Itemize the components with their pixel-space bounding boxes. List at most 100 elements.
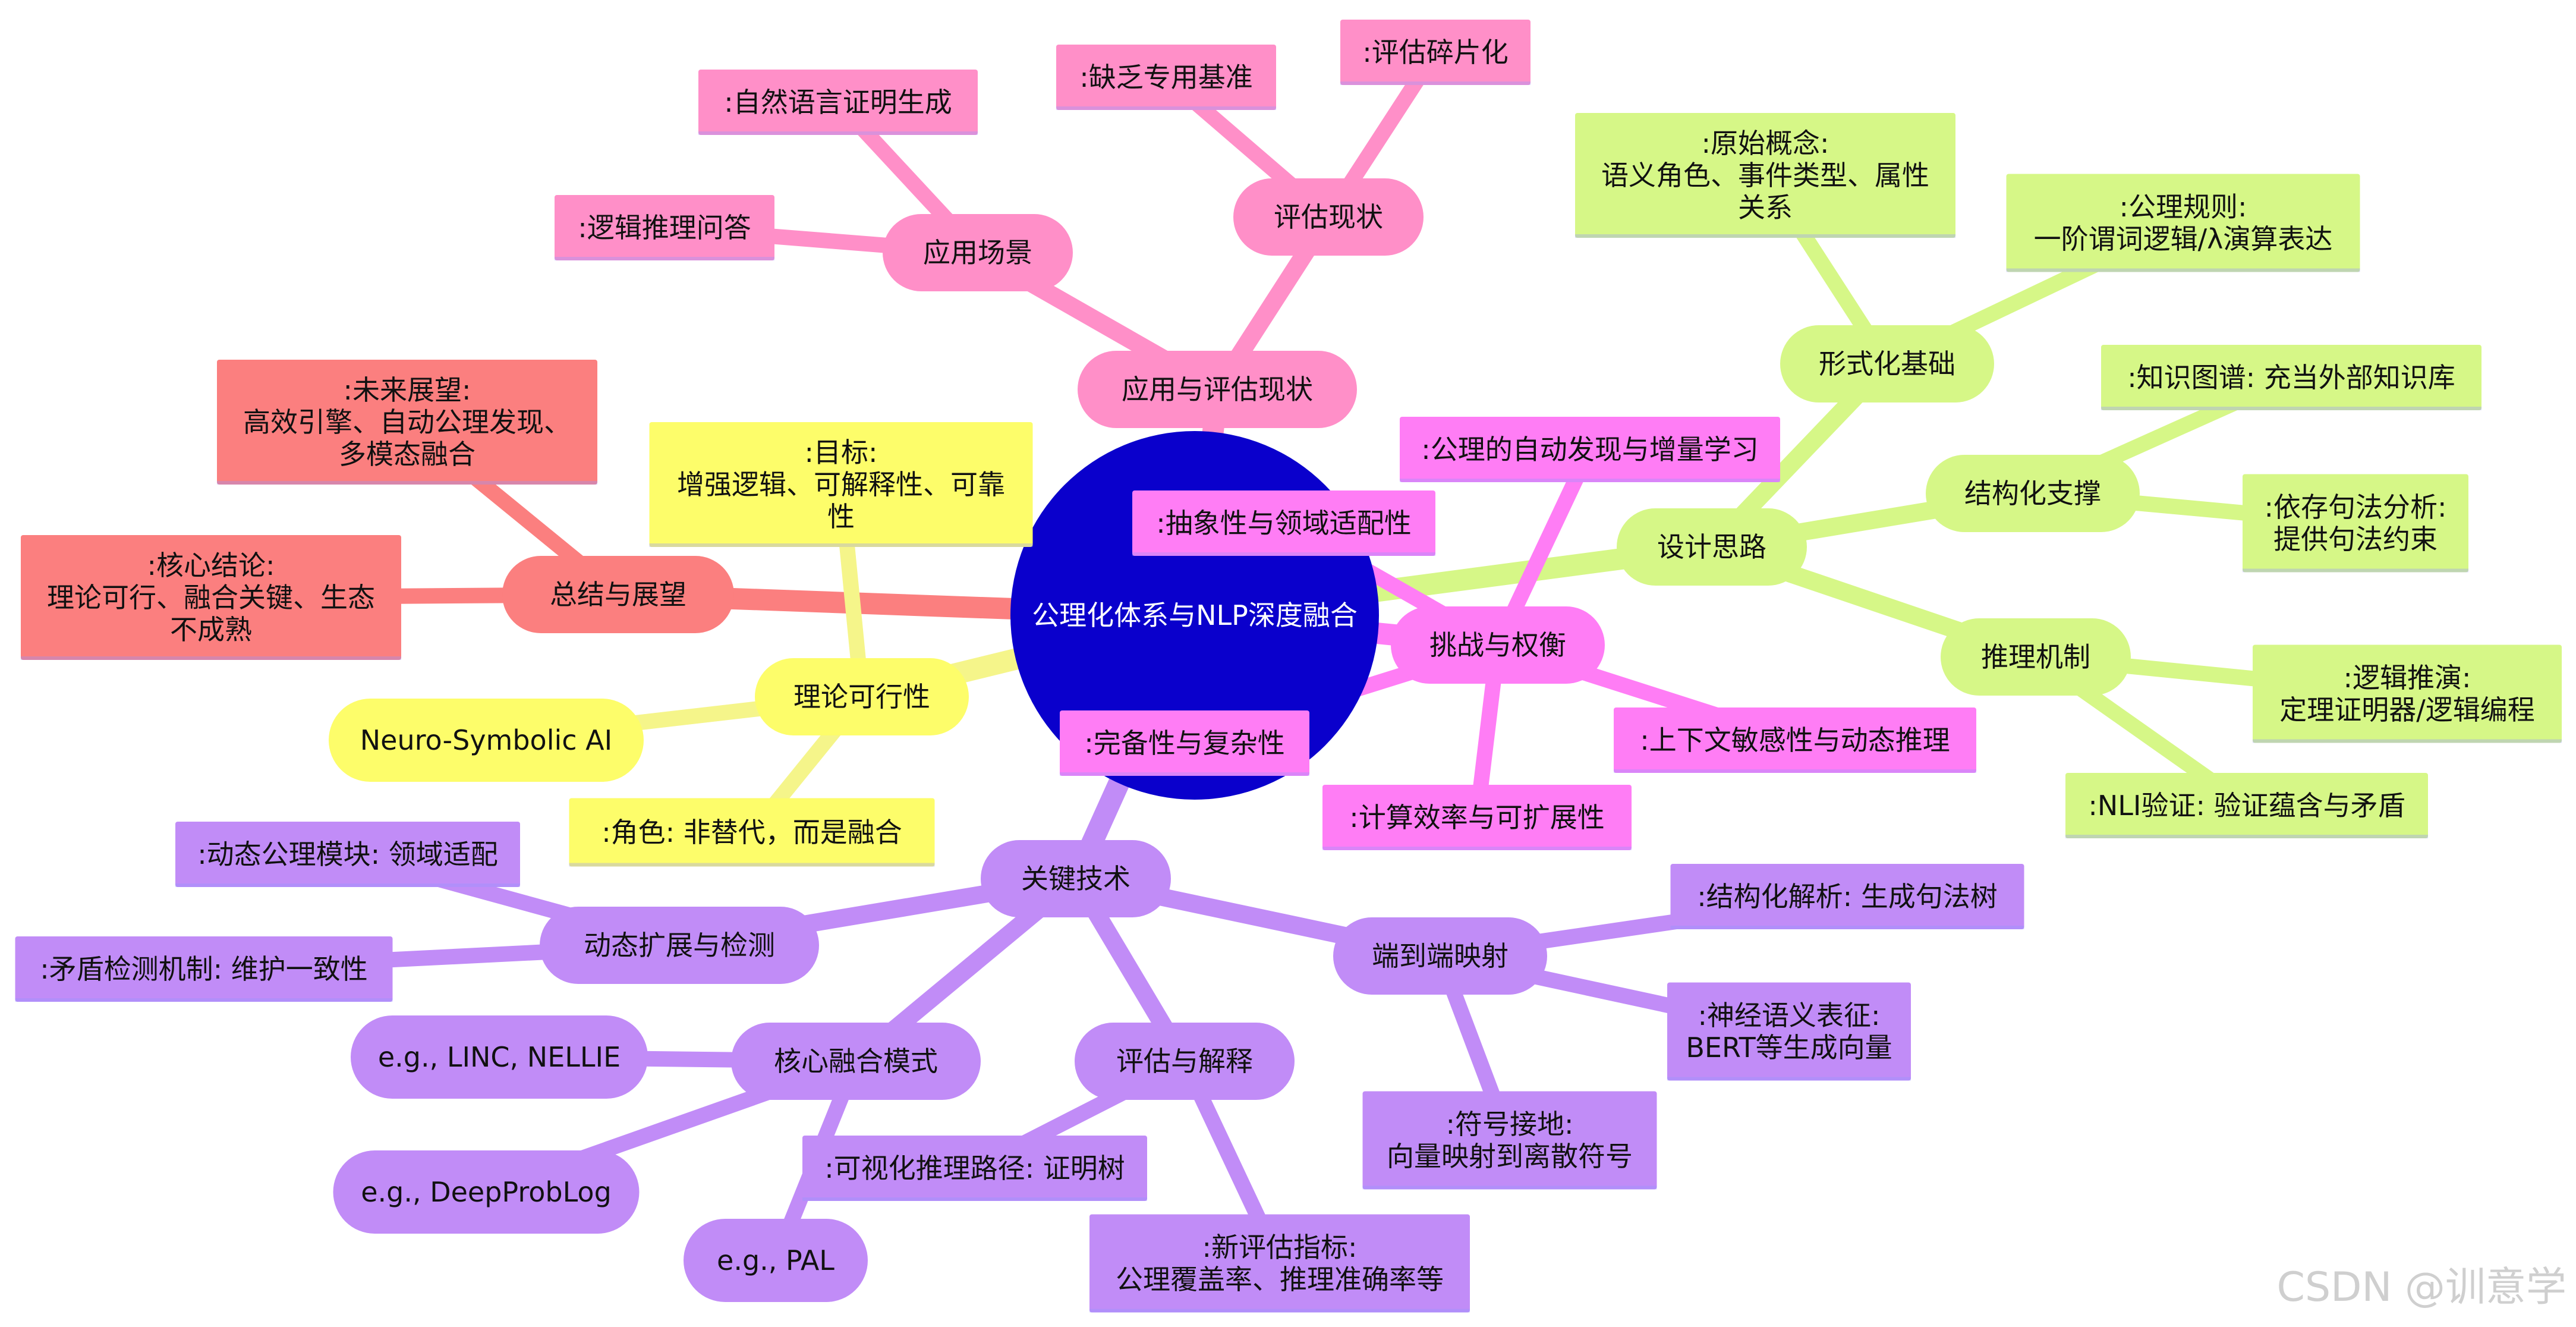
node-design-primitives[interactable]: :原始概念:语义角色、事件类型、属性关系 [1575,113,1955,238]
node-design-structure[interactable]: 结构化支撑 [1926,455,2140,532]
node-shape [2243,474,2468,573]
node-text-line: 结构化支撑 [1964,477,2101,510]
node-text-line: 语义角色、事件类型、属性 [1601,159,1929,191]
node-tech-neural[interactable]: :神经语义表征:BERT等生成向量 [1667,982,1911,1081]
node-app-proofgen[interactable]: :自然语言证明生成 [698,70,978,135]
node-underline [698,131,978,135]
node-app-qa[interactable]: :逻辑推理问答 [555,195,774,260]
node-text-line: :逻辑推理问答 [578,212,751,244]
node-text-line: 理论可行性 [793,681,930,713]
node-underline [569,863,935,867]
node-theory-neurosymbolic[interactable]: Neuro-Symbolic AI [329,699,644,782]
node-shape [649,422,1033,547]
node-underline [1400,479,1780,482]
node-text: :核心结论:理论可行、融合关键、生态不成熟 [47,549,375,646]
node-text: :公理规则:一阶谓词逻辑/λ演算表达 [2034,191,2333,255]
node-challenge-abstraction[interactable]: :抽象性与领域适配性 [1132,490,1435,556]
node-text: 结构化支撑 [1964,477,2101,510]
node-design[interactable]: 设计思路 [1617,508,1807,586]
node-text-line: :抽象性与领域适配性 [1156,507,1412,539]
node-tech-conflict[interactable]: :矛盾检测机制: 维护一致性 [15,936,393,1002]
node-tech-dynamic[interactable]: 动态扩展与检测 [540,907,819,984]
node-theory-goal[interactable]: :目标:增强逻辑、可解释性、可靠性 [649,422,1033,547]
node-text-line: :目标: [805,436,878,468]
node-text-line: e.g., LINC, NELLIE [378,1041,621,1073]
node-design-axioms[interactable]: :公理规则:一阶谓词逻辑/λ演算表达 [2006,174,2360,272]
node-text: :结构化解析: 生成句法树 [1697,881,1998,913]
node-challenges[interactable]: 挑战与权衡 [1391,606,1605,684]
node-text-line: 评估现状 [1274,201,1383,233]
node-shape [1614,707,1976,773]
node-tech-pal[interactable]: e.g., PAL [684,1219,868,1302]
node-tech-eval[interactable]: 评估与解释 [1075,1023,1295,1100]
node-text: :评估碎片化 [1362,36,1509,68]
node-shape [2006,174,2360,272]
node-theory-role[interactable]: :角色: 非替代，而是融合 [569,798,935,867]
node-tech-grounding[interactable]: :符号接地:向量映射到离散符号 [1362,1091,1657,1190]
node-text: :逻辑推演:定理证明器/逻辑编程 [2279,662,2535,726]
node-text-line: Neuro-Symbolic AI [360,724,612,756]
node-underline [15,998,393,1002]
node-challenge-autodiscovery[interactable]: :公理的自动发现与增量学习 [1400,417,1780,482]
node-text-line: 不成熟 [170,614,252,646]
node-design-reasoning[interactable]: 推理机制 [1941,618,2131,696]
node-text-line: :计算效率与可扩展性 [1349,801,1605,834]
node-challenge-context[interactable]: :上下文敏感性与动态推理 [1614,707,1976,773]
node-design-nli[interactable]: :NLI验证: 验证蕴含与矛盾 [2065,773,2428,838]
node-summary-conclusion[interactable]: :核心结论:理论可行、融合关键、生态不成熟 [21,535,401,660]
node-tech-e2e[interactable]: 端到端映射 [1333,917,1547,995]
node-app-scenes[interactable]: 应用场景 [883,214,1073,291]
node-design-kg[interactable]: :知识图谱: 充当外部知识库 [2101,345,2481,410]
node-text-line: 向量映射到离散符号 [1387,1140,1633,1172]
node-app-fragment[interactable]: :评估碎片化 [1340,20,1531,85]
node-text: 关键技术 [1021,863,1130,895]
node-text-line: :新评估指标: [1202,1231,1358,1263]
node-text: :符号接地:向量映射到离散符号 [1387,1108,1633,1172]
node-app-nobench[interactable]: :缺乏专用基准 [1056,45,1276,110]
node-tech-metrics[interactable]: :新评估指标:公理覆盖率、推理准确率等 [1089,1214,1470,1313]
node-text: :计算效率与可扩展性 [1349,801,1605,834]
node-text: Neuro-Symbolic AI [360,724,612,756]
node-text: 形式化基础 [1819,348,1955,380]
node-shape [1941,618,2131,696]
node-app-status[interactable]: 评估现状 [1233,178,1424,256]
node-text-line: 动态扩展与检测 [584,929,775,961]
node-challenge-efficiency[interactable]: :计算效率与可扩展性 [1322,785,1632,850]
node-tech-parse[interactable]: :结构化解析: 生成句法树 [1670,864,2024,929]
node-text-line: 总结与展望 [550,578,686,611]
node-underline [175,883,520,887]
node-shape [1780,325,1994,402]
node-text: :矛盾检测机制: 维护一致性 [40,953,368,985]
node-tech-deepproblog[interactable]: e.g., DeepProbLog [333,1150,640,1234]
node-text: :神经语义表征:BERT等生成向量 [1686,999,1892,1064]
node-text: 公理化体系与NLP深度融合 [1032,599,1358,631]
node-text: 应用场景 [923,237,1032,269]
node-text-line: 性 [827,501,855,533]
node-text: :逻辑推理问答 [578,212,751,244]
node-shape [1667,982,1911,1081]
node-tech-proof-tree[interactable]: :可视化推理路径: 证明树 [802,1136,1147,1201]
node-shape [684,1219,868,1302]
node-text-line: :结构化解析: 生成句法树 [1697,881,1998,913]
node-text-line: :原始概念: [1702,127,1829,159]
node-design-dep[interactable]: :依存句法分析:提供句法约束 [2243,474,2468,573]
node-challenge-completeness[interactable]: :完备性与复杂性 [1060,710,1309,776]
node-application[interactable]: 应用与评估现状 [1078,351,1357,428]
node-text: :自然语言证明生成 [724,86,952,118]
node-text-line: :逻辑推演: [2344,662,2471,694]
node-summary[interactable]: 总结与展望 [502,556,734,633]
node-tech-dynamic-module[interactable]: :动态公理模块: 领域适配 [175,822,520,887]
node-design-logic[interactable]: :逻辑推演:定理证明器/逻辑编程 [2253,644,2562,743]
node-text: :新评估指标:公理覆盖率、推理准确率等 [1116,1231,1444,1295]
node-theory[interactable]: 理论可行性 [755,658,969,735]
node-tech-linc[interactable]: e.g., LINC, NELLIE [351,1015,648,1099]
node-design-formal[interactable]: 形式化基础 [1780,325,1994,402]
node-underline [1322,847,1632,850]
node-tech[interactable]: 关键技术 [981,840,1171,917]
node-text: :目标:增强逻辑、可解释性、可靠性 [677,436,1005,533]
node-summary-future[interactable]: :未来展望:高效引擎、自动公理发现、多模态融合 [217,360,597,485]
node-tech-fusion[interactable]: 核心融合模式 [731,1023,981,1100]
node-text-line: 理论可行、融合关键、生态 [47,581,375,614]
node-text: :依存句法分析:提供句法约束 [2265,491,2447,555]
